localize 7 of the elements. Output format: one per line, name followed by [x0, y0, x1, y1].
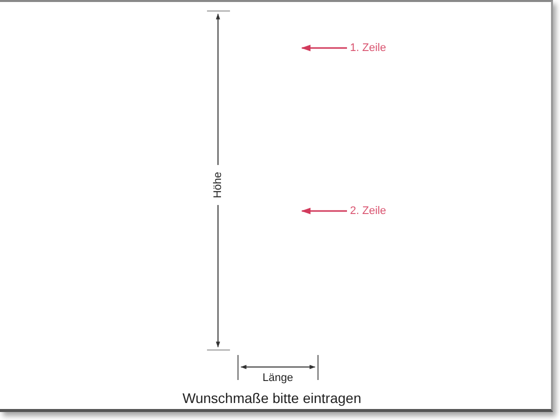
arrow [301, 44, 347, 52]
callout-text: 1. Zeile [350, 42, 386, 54]
arrow [301, 208, 347, 214]
callout-text: 2. Zeile [350, 205, 386, 217]
dimension-label: Länge [262, 372, 294, 384]
caption: Wunschmaße bitte eintragen [182, 390, 362, 406]
dimension-label: Höhe [212, 172, 224, 198]
